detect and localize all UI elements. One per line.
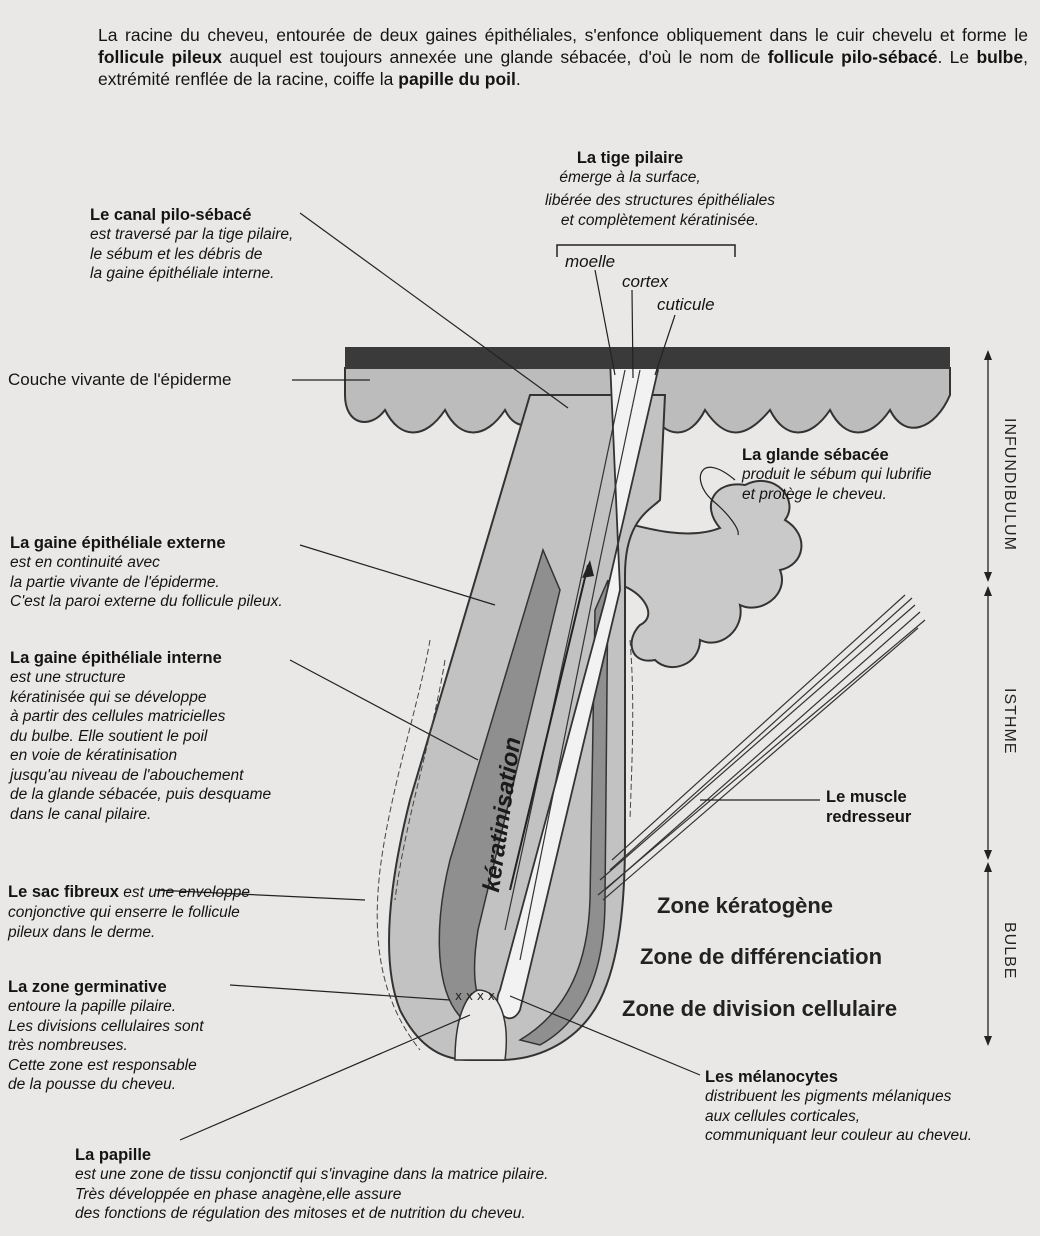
intro-text-5: . xyxy=(515,69,521,89)
melanocytes-desc-2: aux cellules corticales, xyxy=(705,1107,861,1125)
externe-desc-1: est en continuité avec xyxy=(10,554,160,571)
interne-desc-7: de la glande sébacée, puis desquame xyxy=(10,786,272,803)
canal-label: Le canal pilo-sébacé est traversé par la… xyxy=(90,205,293,284)
skin-surface-bar xyxy=(345,347,950,369)
melanocytes-desc-3: communiquant leur couleur au cheveu. xyxy=(705,1127,973,1144)
svg-text:x x x x: x x x x xyxy=(455,989,495,1003)
muscle-label: Le muscle redresseur xyxy=(826,787,911,827)
melanocytes-desc-1: distribuent les pigments mélaniques xyxy=(705,1088,952,1105)
region-infundibulum: INFUNDIBULUM xyxy=(1001,418,1018,551)
germinative-desc-5: de la pousse du cheveu. xyxy=(8,1076,177,1093)
sac-desc-1: conjonctive qui enserre le follicule xyxy=(8,904,240,921)
region-bulbe: BULBE xyxy=(1001,922,1018,980)
intro-text-2: auquel est toujours annexée une glande s… xyxy=(222,47,768,67)
canal-desc-3: la gaine épithéliale interne. xyxy=(90,265,275,282)
papille-desc-3: des fonctions de régulation des mitoses … xyxy=(75,1205,526,1222)
melanocytes-label: Les mélanocytes distribuent les pigments… xyxy=(705,1067,972,1146)
muscle-title-2: redresseur xyxy=(826,808,912,826)
germinative-desc-4: Cette zone est responsable xyxy=(8,1056,197,1074)
glande-desc-1: produit le sébum qui lubrifie xyxy=(742,466,932,483)
region-isthme: ISTHME xyxy=(1001,688,1018,755)
cortex-label: cortex xyxy=(622,272,669,291)
interne-desc-2: kératinisée qui se développe xyxy=(10,688,207,706)
zone-division: Zone de division cellulaire xyxy=(622,996,898,1021)
externe-label: La gaine épithéliale externe est en cont… xyxy=(10,533,283,612)
couche-label: Couche vivante de l'épiderme xyxy=(8,370,232,389)
germinative-label: La zone germinative entoure la papille p… xyxy=(8,977,204,1095)
sac-title: Le sac fibreux xyxy=(8,883,119,901)
interne-title: La gaine épithéliale interne xyxy=(10,649,222,667)
zone-keratogene: Zone kératogène xyxy=(657,893,834,918)
tige-title: La tige pilaire xyxy=(576,149,684,167)
interne-desc-3: à partir des cellules matricielles xyxy=(10,708,226,725)
glande-desc-2: et protège le cheveu. xyxy=(742,485,887,503)
sac-rest: est une enveloppe xyxy=(118,884,250,901)
externe-desc-3: C'est la paroi externe du follicule pile… xyxy=(10,593,283,610)
intro-bold-2: follicule pilo-sébacé xyxy=(767,47,938,67)
sebaceous-gland-shape xyxy=(613,479,803,669)
canal-desc-1: est traversé par la tige pilaire, xyxy=(90,226,294,243)
canal-title: Le canal pilo-sébacé xyxy=(90,206,252,224)
intro-paragraph: La racine du cheveu, entourée de deux ga… xyxy=(98,24,1028,90)
papille-desc-2: Très développée en phase anagène,elle as… xyxy=(75,1185,402,1203)
zone-differenciation: Zone de différenciation xyxy=(640,944,883,969)
canal-desc-2: le sébum et les débris de xyxy=(90,245,263,263)
intro-bold-4: papille du poil xyxy=(398,69,516,89)
sac-desc-2: pileux dans le derme. xyxy=(8,923,156,941)
externe-desc-2: la partie vivante de l'épiderme. xyxy=(10,573,220,591)
papille-label: La papille est une zone de tissu conjonc… xyxy=(75,1145,548,1224)
interne-label: La gaine épithéliale interne est une str… xyxy=(10,648,271,824)
germinative-desc-1: entoure la papille pilaire. xyxy=(8,998,177,1015)
interne-desc-4: du bulbe. Elle soutient le poil xyxy=(10,727,208,745)
papilla-shape xyxy=(454,989,507,1061)
germinative-desc-3: très nombreuses. xyxy=(8,1037,128,1054)
intro-text-3: . Le xyxy=(937,47,977,67)
tige-desc-1: émerge à la surface, xyxy=(559,169,701,186)
melanocytes-title: Les mélanocytes xyxy=(705,1068,838,1086)
papille-desc-1: est une zone de tissu conjonctif qui s'i… xyxy=(75,1166,549,1183)
intro-text-4: , extrémité renflée de la racine, coiffe… xyxy=(98,47,1028,89)
fibrous-sac-lines xyxy=(376,639,634,1051)
interne-desc-1: est une structure xyxy=(10,669,126,686)
externe-title: La gaine épithéliale externe xyxy=(10,534,226,552)
muscle-title-1: Le muscle xyxy=(826,788,907,806)
germinative-title: La zone germinative xyxy=(8,978,167,996)
arrector-muscle xyxy=(597,594,926,901)
intro-bold-1: follicule pileux xyxy=(98,47,223,67)
sac-label: Le sac fibreux est une enveloppe conjonc… xyxy=(8,882,250,942)
interne-desc-6: jusqu'au niveau de l'abouchement xyxy=(10,766,244,784)
germinative-desc-2: Les divisions cellulaires sont xyxy=(8,1017,204,1035)
interne-desc-5: en voie de kératinisation xyxy=(10,747,178,764)
moelle-label: moelle xyxy=(565,252,616,271)
intro-text-1: La racine du cheveu, entourée de deux ga… xyxy=(98,25,1028,45)
interne-desc-8: dans le canal pilaire. xyxy=(10,805,152,823)
papille-title: La papille xyxy=(75,1146,152,1164)
tige-desc-3: et complètement kératinisée. xyxy=(560,212,760,229)
glande-title: La glande sébacée xyxy=(742,446,889,464)
cuticule-label: cuticule xyxy=(657,295,715,314)
tige-label: La tige pilaire émerge à la surface, xyxy=(500,148,760,188)
intro-bold-3: bulbe xyxy=(976,47,1024,67)
tige-desc-2: libérée des structures épithéliales xyxy=(544,192,776,209)
leader-lines xyxy=(154,212,820,1141)
glande-label: La glande sébacée produit le sébum qui l… xyxy=(742,445,932,504)
